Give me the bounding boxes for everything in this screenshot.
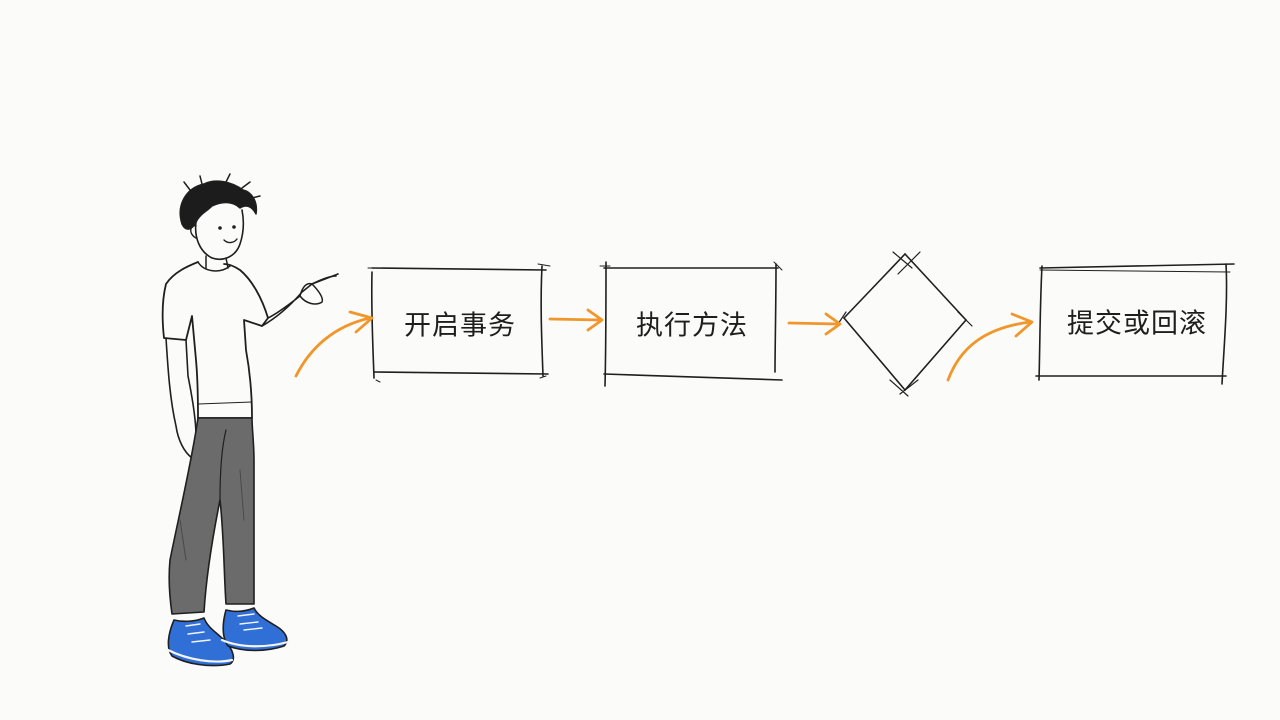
step-box-commit-or-rollback [1035,263,1235,385]
person-pointing-icon [161,173,339,667]
arrow-person-to-start [294,310,374,378]
step-label-commit-or-rollback: 提交或回滚 [1067,308,1207,340]
diamond-icon [837,251,973,397]
step-label-start-transaction: 开启事务 [404,310,516,342]
arrow-decision-to-commit [946,312,1034,382]
step-box-execute-method [599,261,783,387]
arrow-start-to-execute [548,308,604,332]
step-label-execute-method: 执行方法 [636,310,748,342]
arrow-execute-to-decision [787,312,842,336]
step-box-start-transaction [367,263,551,383]
